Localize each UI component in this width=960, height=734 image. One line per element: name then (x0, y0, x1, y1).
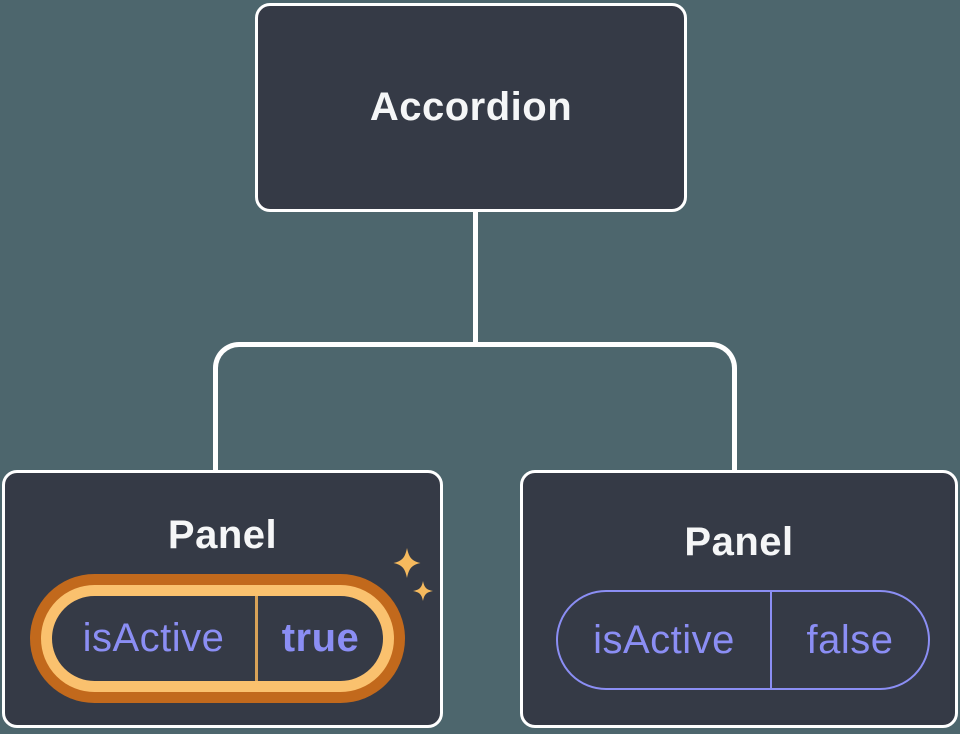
state-pill-active: isActive true (30, 574, 405, 703)
prop-name-label: isActive (82, 616, 225, 660)
pill-divider (255, 596, 258, 681)
panel-node-active: Panel isActive true (2, 470, 443, 728)
prop-name-label: isActive (593, 617, 735, 662)
panel-node-inactive: Panel isActive false (520, 470, 958, 728)
panel-title: Panel (684, 520, 794, 564)
prop-value-label: false (806, 617, 894, 662)
accordion-label: Accordion (369, 85, 573, 129)
connector-root-stem (473, 210, 478, 347)
sparkles-icon (393, 548, 433, 601)
state-pill-inactive: isActive false (556, 590, 930, 690)
state-pill-active-inner: isActive true (41, 585, 394, 692)
pill-divider (770, 592, 772, 688)
accordion-node: Accordion (255, 3, 687, 212)
panel-title: Panel (167, 513, 278, 557)
prop-value-label: true (281, 616, 360, 660)
connector-branch (213, 342, 737, 470)
